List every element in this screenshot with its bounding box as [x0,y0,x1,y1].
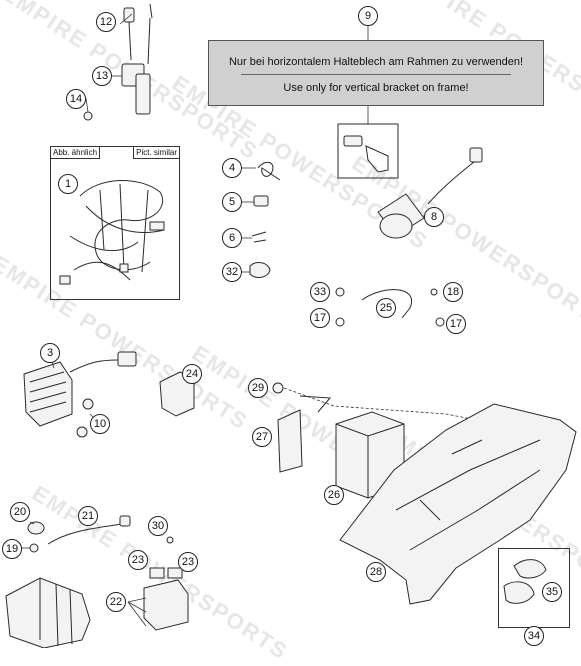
usage-note-box: Nur bei horizontalem Halteblech am Rahme… [208,40,544,106]
callout-34[interactable]: 34 [524,626,544,646]
inset-tag-right: Pict. similar [133,147,179,159]
callout-24[interactable]: 24 [182,364,202,384]
callout-14[interactable]: 14 [66,89,86,109]
callout-27[interactable]: 27 [252,427,272,447]
callout-17[interactable]: 17 [446,314,466,334]
callout-26[interactable]: 26 [324,485,344,505]
note-divider [241,74,511,75]
callout-4[interactable]: 4 [222,158,242,178]
part-12-13-14 [83,3,153,121]
callout-23[interactable]: 23 [178,552,198,572]
callout-9[interactable]: 9 [358,6,378,26]
callout-17[interactable]: 17 [310,308,330,328]
callout-35[interactable]: 35 [542,582,562,602]
part-25-cable [335,287,445,327]
parts-4-5-6-32 [240,161,281,278]
callout-30[interactable]: 30 [148,516,168,536]
part-24-cover [159,371,195,417]
callout-22[interactable]: 22 [106,592,126,612]
part-8-sensor [377,147,483,239]
parts-22-23-30 [127,536,189,631]
callout-6[interactable]: 6 [222,228,242,248]
callout-12[interactable]: 12 [96,12,116,32]
part-3-regulator [23,351,137,438]
callout-5[interactable]: 5 [222,192,242,212]
part-26-battery [272,382,529,499]
part-28-subframe [339,403,577,605]
callout-29[interactable]: 29 [248,378,268,398]
callout-32[interactable]: 32 [222,262,242,282]
callout-20[interactable]: 20 [10,502,30,522]
callout-13[interactable]: 13 [92,66,112,86]
callout-23[interactable]: 23 [128,550,148,570]
note-english: Use only for vertical bracket on frame! [283,82,469,94]
part-35-grommet [503,559,547,634]
parts-drawing [5,3,577,648]
note-german: Nur bei horizontalem Halteblech am Rahme… [228,56,524,68]
harness-inset: Abb. ähnlich Pict. similar [50,146,180,300]
callout-1[interactable]: 1 [58,174,78,194]
callout-8[interactable]: 8 [424,207,444,227]
callout-19[interactable]: 19 [2,539,22,559]
callout-21[interactable]: 21 [78,506,98,526]
part-9-bracket [337,26,399,179]
callout-3[interactable]: 3 [40,343,60,363]
part-starter-motor [5,577,91,648]
callout-10[interactable]: 10 [90,414,110,434]
inset-tag-left: Abb. ähnlich [51,147,101,159]
callout-33[interactable]: 33 [310,282,330,302]
part-1-wiring-harness [59,180,165,285]
callout-25[interactable]: 25 [376,298,396,318]
callout-28[interactable]: 28 [366,562,386,582]
callout-18[interactable]: 18 [443,282,463,302]
parts-19-20-21 [21,515,131,553]
